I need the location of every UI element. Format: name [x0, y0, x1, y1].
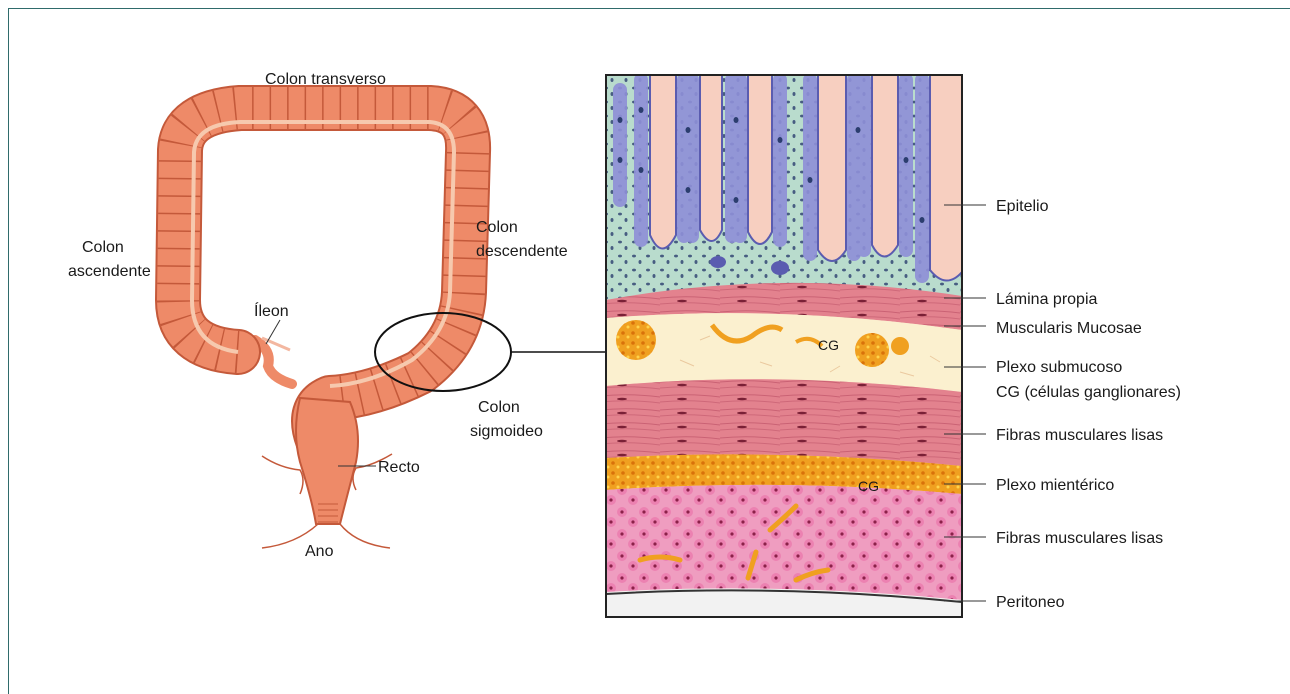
colon-illustration — [178, 108, 606, 548]
cg-marker-myenteric: CG — [858, 478, 879, 494]
label-peritoneo: Peritoneo — [996, 594, 1065, 611]
label-plexo-submucoso: Plexo submucoso — [996, 359, 1122, 376]
histology-section — [606, 75, 962, 617]
label-celulas-ganglionares: CG (células ganglionares) — [996, 384, 1181, 401]
label-colon-descendente-2: descendente — [476, 243, 568, 260]
label-plexo-mienterico: Plexo mientérico — [996, 477, 1114, 494]
label-epitelio: Epitelio — [996, 198, 1049, 215]
label-fibras-musculares-1: Fibras musculares lisas — [996, 427, 1163, 444]
label-ano: Ano — [305, 543, 334, 560]
label-ileon: Íleon — [254, 301, 289, 320]
label-colon-sigmoideo-1: Colon — [478, 399, 520, 416]
label-colon-transverso: Colon transverso — [265, 71, 386, 88]
label-colon-sigmoideo-2: sigmoideo — [470, 423, 543, 440]
label-lamina-propia: Lámina propia — [996, 291, 1098, 308]
label-colon-descendente-1: Colon — [476, 219, 518, 236]
label-colon-ascendente-2: ascendente — [68, 263, 151, 280]
label-colon-ascendente-1: Colon — [82, 239, 124, 256]
label-fibras-musculares-2: Fibras musculares lisas — [996, 530, 1163, 547]
label-muscularis-mucosae: Muscularis Mucosae — [996, 320, 1142, 337]
cg-marker-submucosa: CG — [818, 337, 839, 353]
label-recto: Recto — [378, 459, 420, 476]
